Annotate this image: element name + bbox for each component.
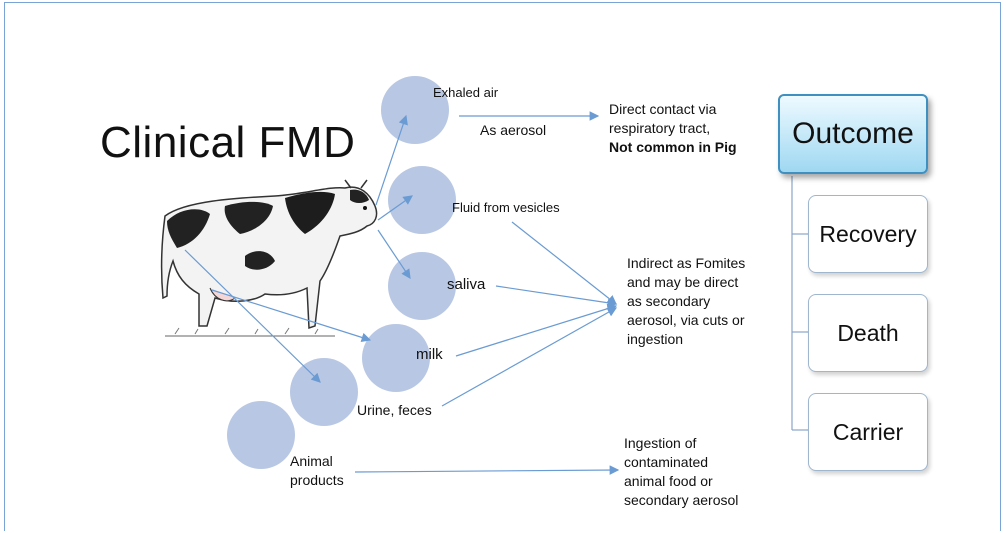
text-ingestion-line4: secondary aerosol xyxy=(624,492,739,508)
arrow-cow-to-fluid xyxy=(377,195,413,221)
label-exhaled-air: Exhaled air xyxy=(433,85,499,100)
arrow-fluid-to-indirect xyxy=(511,221,617,305)
label-as-aerosol: As aerosol xyxy=(480,122,547,138)
circle-milk xyxy=(362,324,430,392)
text-direct-line1: Direct contact via xyxy=(609,101,717,117)
text-indirect: Indirect as Fomites and may be direct as… xyxy=(627,254,745,349)
arrow-saliva-to-indirect xyxy=(495,285,618,308)
text-ingestion: Ingestion of contaminated animal food or… xyxy=(624,434,738,510)
label-saliva: saliva xyxy=(447,276,486,293)
label-animal-products-line1: Animal xyxy=(290,453,333,469)
text-ingestion-line3: animal food or xyxy=(624,473,713,489)
outcome-header: Outcome xyxy=(778,94,928,174)
label-milk: milk xyxy=(416,346,443,363)
text-indirect-line3: as secondary xyxy=(627,293,711,309)
outcome-death: Death xyxy=(808,294,928,372)
arrow-cow-to-urine xyxy=(184,249,321,383)
arrow-cow-to-saliva xyxy=(377,229,411,279)
text-indirect-line5: ingestion xyxy=(627,331,684,347)
label-animal-products-line2: products xyxy=(290,472,344,488)
label-urine: Urine, feces xyxy=(357,402,432,418)
text-indirect-line2: and may be direct xyxy=(627,274,739,290)
circle-urine xyxy=(290,358,358,426)
slide-frame xyxy=(4,2,1001,531)
circle-saliva xyxy=(388,252,456,320)
arrow-urine-to-indirect xyxy=(441,307,618,407)
label-fluid: Fluid from vesicles xyxy=(452,200,560,215)
arrow-milk-to-indirect xyxy=(455,303,618,357)
circle-exhaled-air xyxy=(381,76,449,144)
label-animal-products: Animal products xyxy=(290,452,344,490)
cow-illustration xyxy=(160,179,378,337)
text-indirect-line4: aerosol, via cuts or xyxy=(627,312,745,328)
text-direct-bold: Not common in Pig xyxy=(609,139,737,155)
text-direct-line2: respiratory tract, xyxy=(609,120,711,136)
text-indirect-line1: Indirect as Fomites xyxy=(627,255,746,271)
slide-title: Clinical FMD xyxy=(100,118,356,167)
circle-animal-products xyxy=(227,401,295,469)
arrow-cow-to-exhaled xyxy=(375,114,408,206)
text-ingestion-line1: Ingestion of xyxy=(624,435,697,451)
circle-fluid xyxy=(388,166,456,234)
arrow-products-to-ingestion xyxy=(354,465,620,475)
outcome-carrier: Carrier xyxy=(808,393,928,471)
arrow-cow-to-milk xyxy=(211,289,372,343)
text-ingestion-line2: contaminated xyxy=(624,454,709,470)
text-direct-contact: Direct contact via respiratory tract, No… xyxy=(609,100,737,157)
outcome-recovery: Recovery xyxy=(808,195,928,273)
